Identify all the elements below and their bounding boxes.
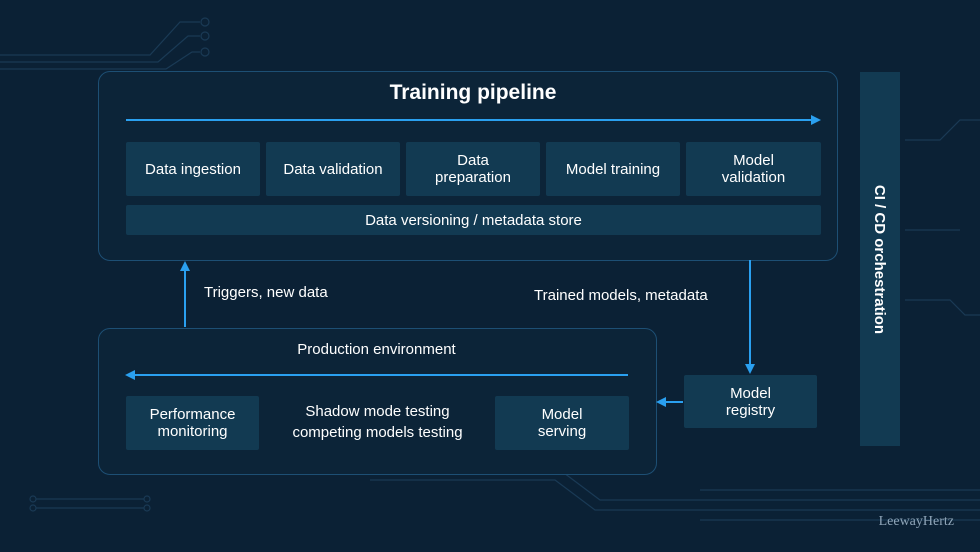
triggers-label: Triggers, new data [204,284,328,301]
training-pipeline-title: Training pipeline [389,81,557,104]
brand-logo: LeewayHertz [878,514,954,529]
model-validation-step: Model validation [686,142,821,196]
performance-monitoring-box: Performance monitoring [126,396,259,450]
model-serving-box: Model serving [495,396,629,450]
model-training-step: Model training [546,142,680,196]
data-validation-step: Data validation [266,142,400,196]
model-registry-box: Model registry [684,375,817,428]
data-preparation-step: Data preparation [406,142,540,196]
ci-cd-orchestration-bar: CI / CD orchestration [860,72,900,446]
data-ingestion-step: Data ingestion [126,142,260,196]
production-environment-title: Production environment [297,341,456,358]
shadow-testing-text: Shadow mode testing competing models tes… [292,403,463,441]
metadata-store-bar: Data versioning / metadata store [126,205,821,235]
trained-models-label: Trained models, metadata [534,287,708,304]
